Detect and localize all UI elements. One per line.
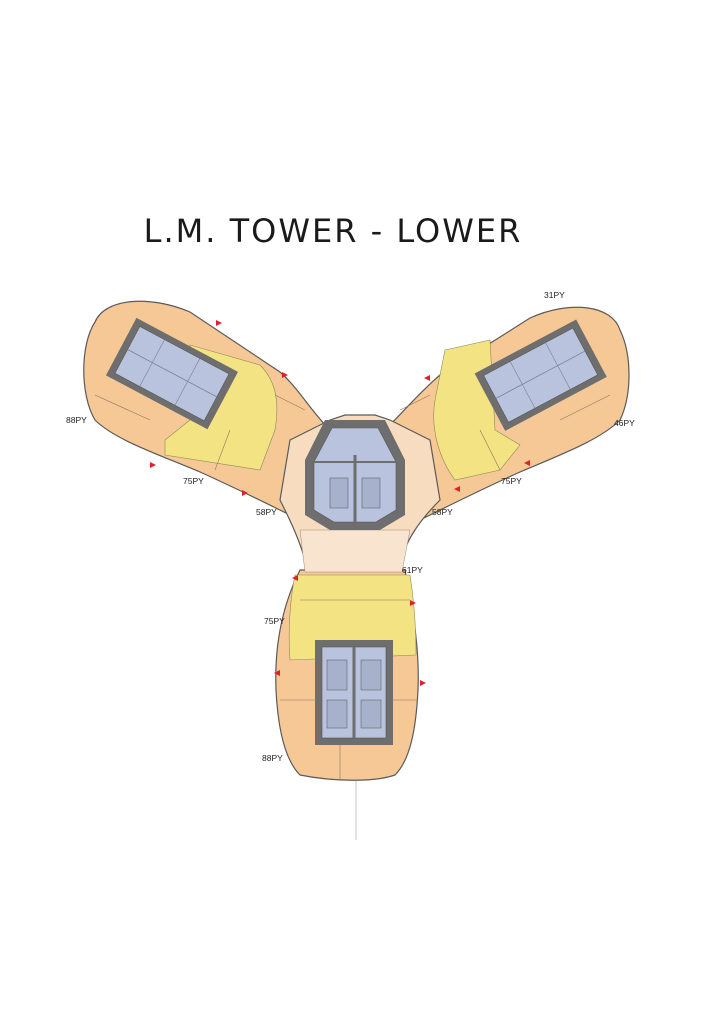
central-core xyxy=(305,420,405,530)
red-marker xyxy=(410,600,416,606)
left-core xyxy=(105,317,238,430)
red-marker xyxy=(420,680,426,686)
right-yellow-unit xyxy=(433,339,521,481)
cores xyxy=(105,317,607,745)
red-marker xyxy=(216,320,222,326)
red-marker xyxy=(242,490,248,496)
red-marker xyxy=(150,462,156,468)
hub-corridor xyxy=(299,529,411,573)
drawing-title: L.M. TOWER - LOWER xyxy=(143,212,523,250)
label-hub-right: 61PY xyxy=(402,565,423,575)
label-left-wing-inner: 58PY xyxy=(256,507,277,517)
unit-labels: 88PY 75PY 58PY 31PY 46PY 75PY 58PY 61PY … xyxy=(66,290,635,763)
red-markers xyxy=(150,320,530,686)
red-marker xyxy=(454,486,460,492)
label-right-wing-top: 31PY xyxy=(544,290,565,300)
label-right-wing-mid: 75PY xyxy=(501,476,522,486)
label-right-wing-tip: 46PY xyxy=(614,418,635,428)
label-right-wing-inner: 58PY xyxy=(432,507,453,517)
label-left-wing-mid: 75PY xyxy=(183,476,204,486)
bottom-core xyxy=(315,640,393,745)
red-marker xyxy=(524,460,530,466)
red-marker xyxy=(424,375,430,381)
right-core xyxy=(474,319,607,431)
red-marker xyxy=(282,372,288,378)
red-marker xyxy=(292,575,298,581)
partition-lines xyxy=(94,394,611,780)
label-bottom-wing-mid: 75PY xyxy=(264,616,285,626)
label-bottom-wing-tip: 88PY xyxy=(262,753,283,763)
label-left-wing-tip: 88PY xyxy=(66,415,87,425)
red-marker xyxy=(274,670,280,676)
